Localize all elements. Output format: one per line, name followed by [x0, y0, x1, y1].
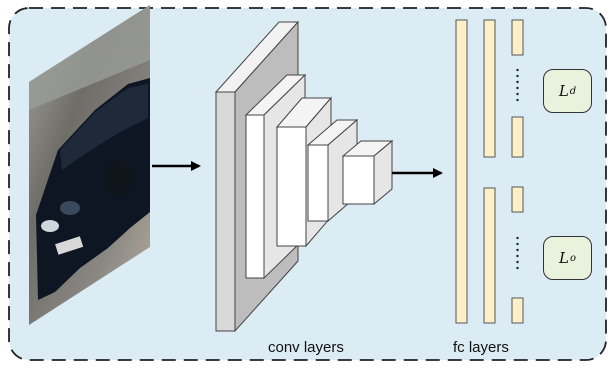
- car-photo: [29, 5, 150, 325]
- fc-layers-label: fc layers: [453, 339, 509, 356]
- loss-o-subscript: o: [569, 252, 576, 264]
- fc-unit: [511, 19, 524, 56]
- conv-block-5: [341, 139, 394, 206]
- fc-layer-2-bottom: [483, 187, 496, 324]
- fc-layers: [455, 19, 524, 324]
- loss-d-symbol: L: [558, 82, 569, 100]
- ellipsis-dots: [516, 68, 519, 270]
- fc-layer-1: [455, 19, 468, 324]
- conv-layers-label: conv layers: [268, 339, 344, 356]
- loss-o-symbol: L: [559, 249, 569, 267]
- loss-d-subscript: d: [569, 85, 577, 97]
- fc-unit: [511, 297, 524, 324]
- fc-layer-2-top: [483, 19, 496, 158]
- fc-unit: [511, 116, 524, 158]
- fc-unit: [511, 186, 524, 213]
